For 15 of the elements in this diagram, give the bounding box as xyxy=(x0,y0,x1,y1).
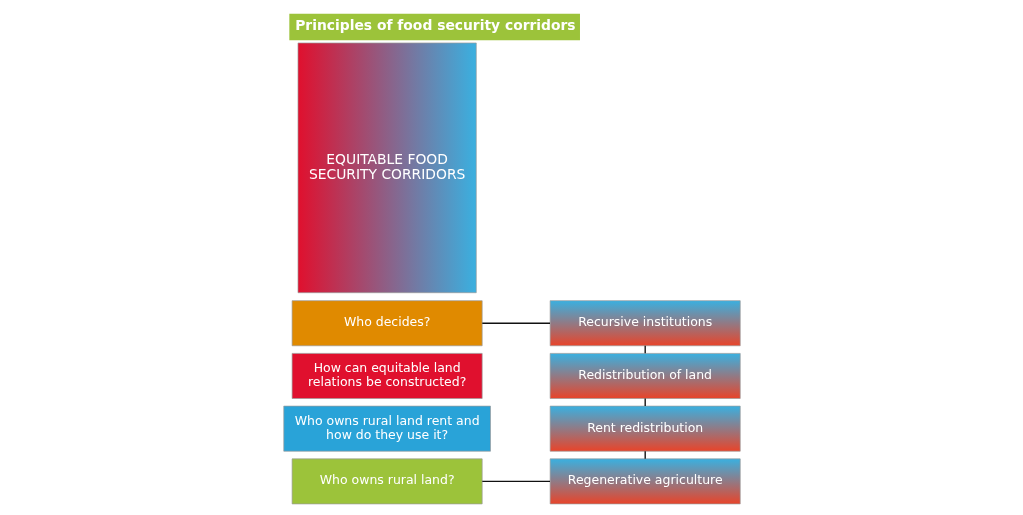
diagram-title: Principles of food security corridors xyxy=(294,16,576,33)
connector xyxy=(644,450,646,460)
connector xyxy=(481,322,551,324)
node-box: How can equitable land relations be constructed? xyxy=(291,353,482,399)
node-box: EQUITABLE FOOD SECURITY CORRIDORS xyxy=(297,42,477,294)
node-box: Who owns rural land rent and how do they use it? xyxy=(282,405,491,452)
node-box: Redistribution of land xyxy=(549,353,741,399)
node-box: Rent redistribution xyxy=(549,405,741,452)
node-box: Who decides? xyxy=(291,300,482,347)
node-box: Recursive institutions xyxy=(549,300,741,347)
connector xyxy=(481,480,551,483)
node-box: Who owns rural land? xyxy=(291,458,482,505)
connector xyxy=(644,345,646,354)
node-box: Regenerative agriculture xyxy=(549,458,741,505)
connector xyxy=(644,397,646,407)
